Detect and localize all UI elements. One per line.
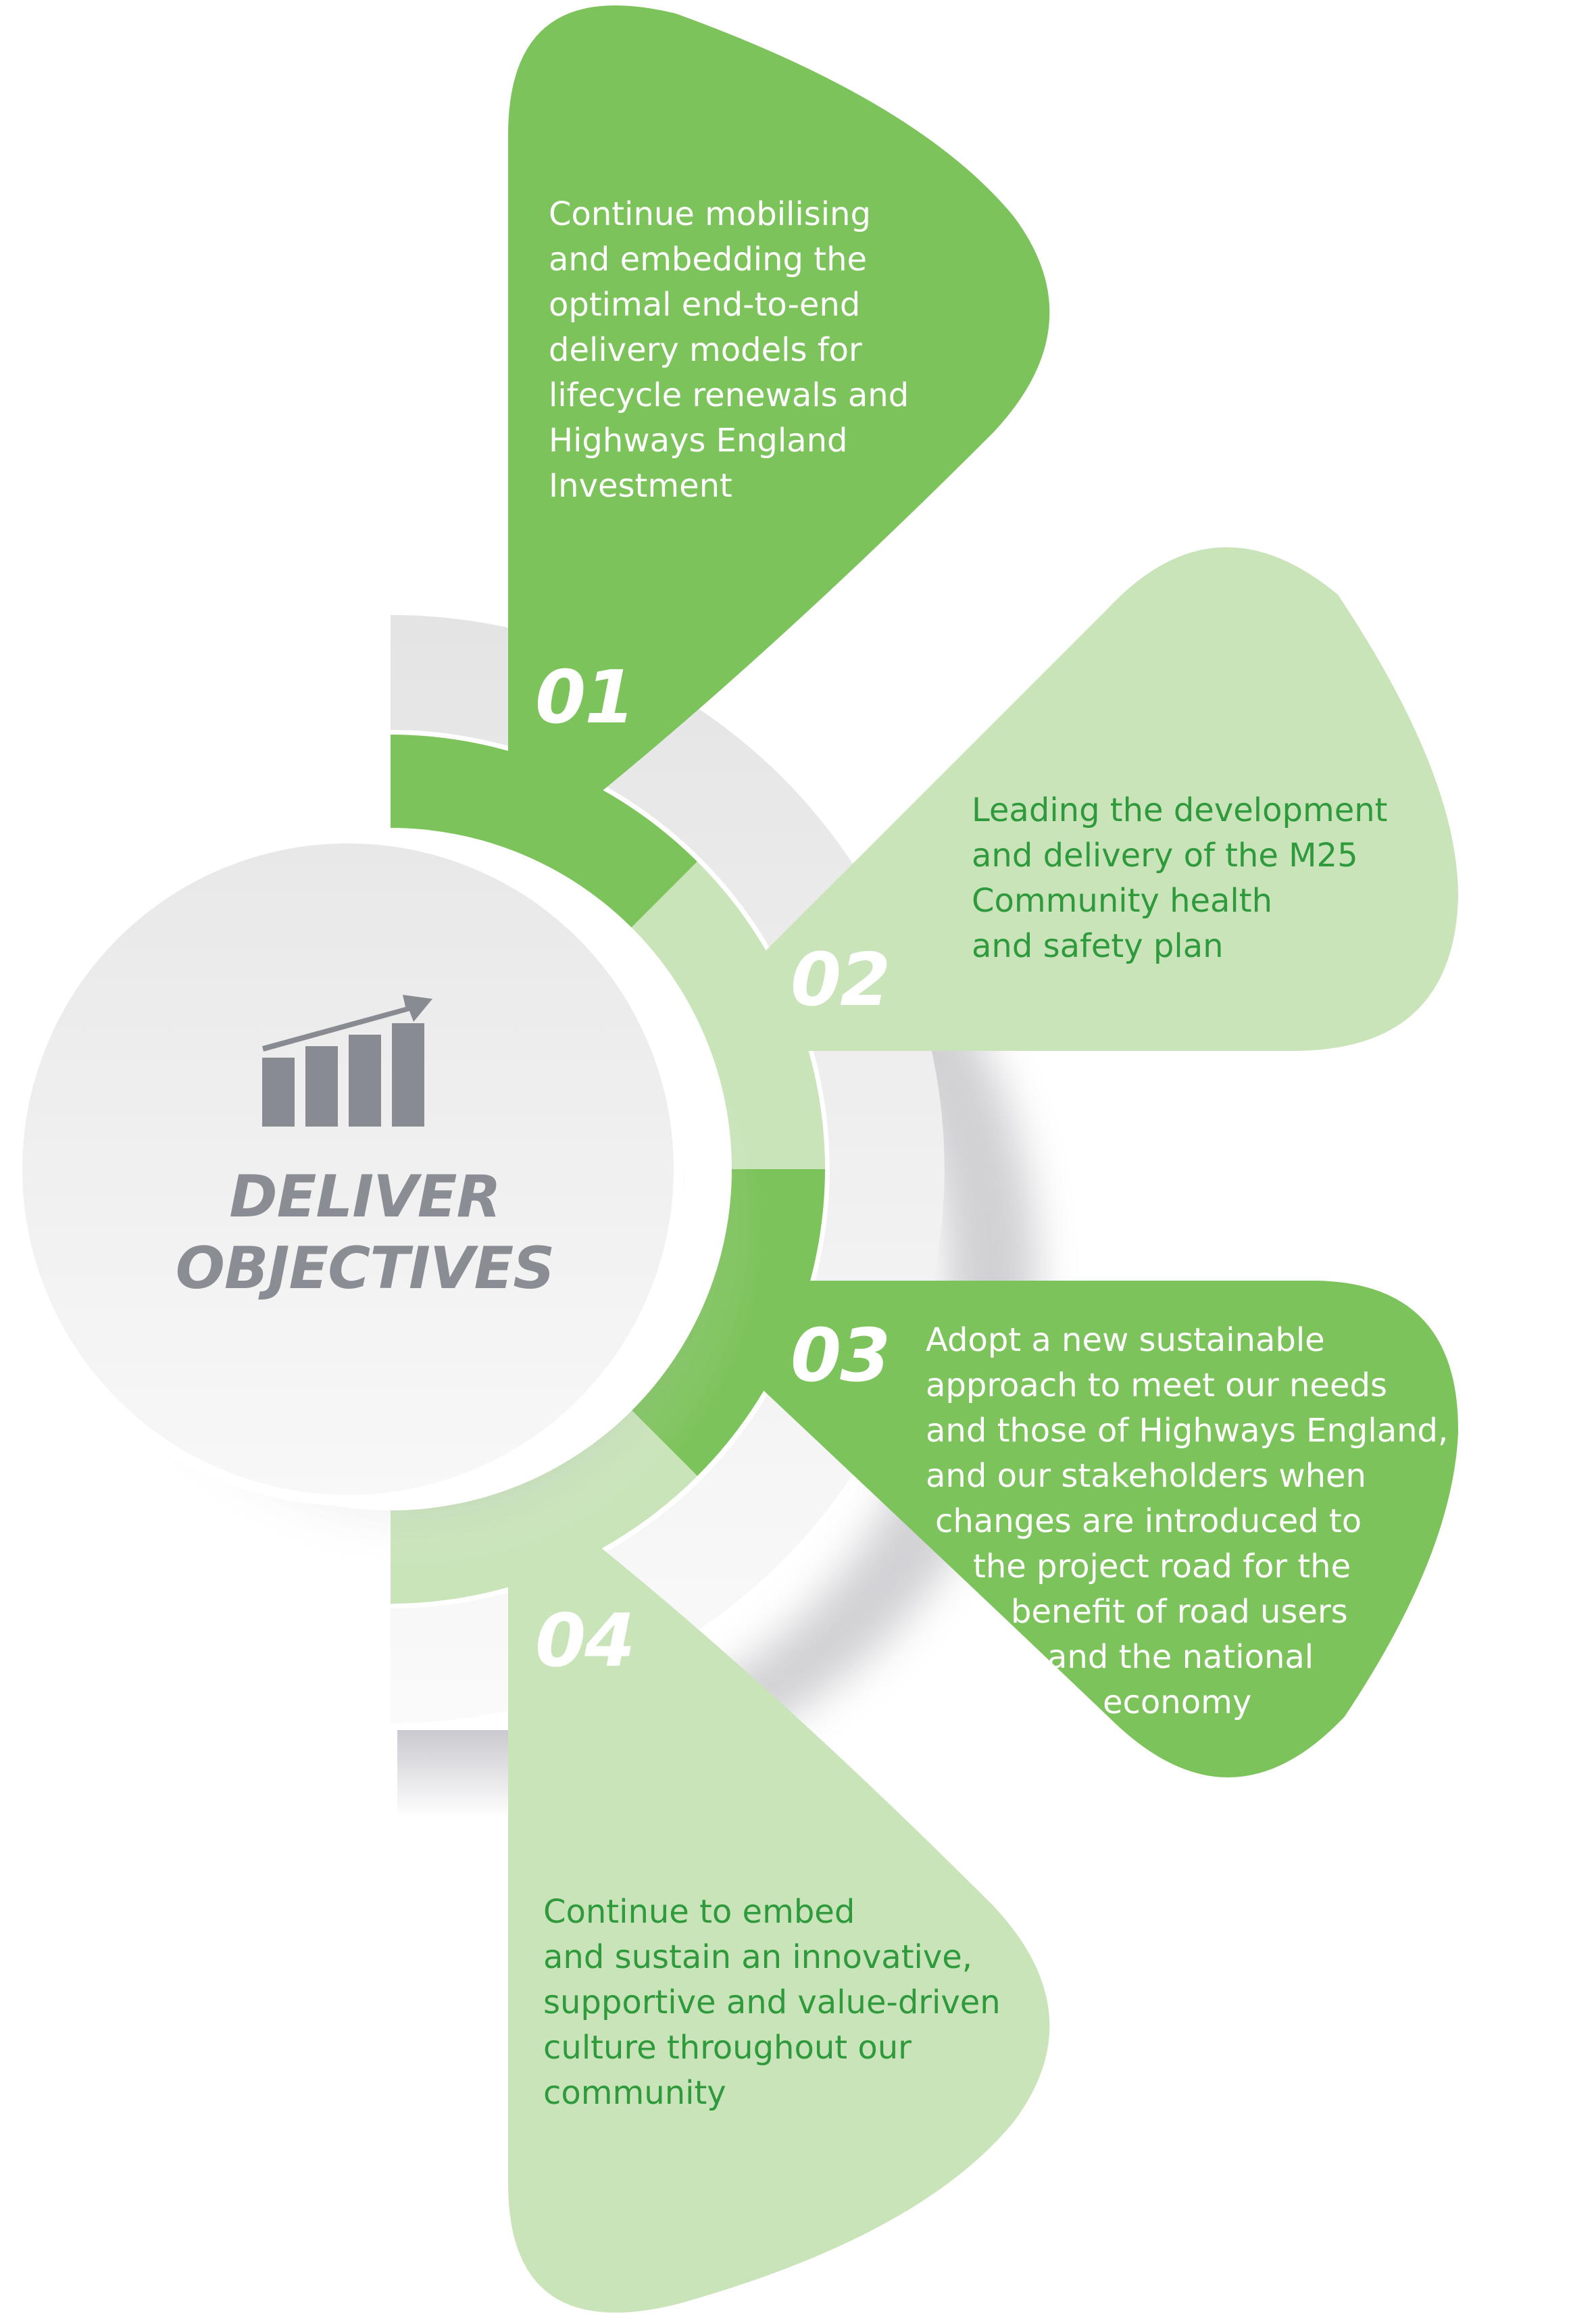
objective-02-line: and safety plan — [972, 927, 1224, 965]
objective-number-02: 02 — [791, 938, 891, 1023]
objective-01-line: lifecycle renewals and — [549, 376, 909, 414]
objective-number-03: 03 — [791, 1314, 891, 1398]
objective-text-04: Continue to embed and sustain an innovat… — [543, 1890, 1001, 2116]
objective-02-line: and delivery of the M25 — [972, 837, 1358, 874]
objective-03-line: economy — [1103, 1683, 1252, 1721]
objective-04-line: Continue to embed — [543, 1893, 855, 1931]
objective-02-line: Leading the development — [972, 791, 1388, 829]
objective-02-line: Community health — [972, 882, 1273, 920]
objective-03-line: approach to meet our needs — [926, 1366, 1387, 1404]
objective-03-line: and the national — [1047, 1638, 1314, 1676]
objective-03-line: changes are introduced to — [935, 1502, 1362, 1540]
objective-03-line: the project road for the — [973, 1548, 1351, 1585]
objective-01-line: and embedding the — [549, 241, 868, 278]
objective-03-line: and those of Highways England, — [926, 1412, 1449, 1450]
objective-text-01: Continue mobilising and embedding the op… — [549, 192, 909, 509]
bar-chart-growth-icon — [262, 995, 432, 1127]
objective-01-line: optimal end-to-end — [549, 286, 861, 324]
objective-01-line: delivery models for — [549, 331, 862, 369]
objective-04-line: and sustain an innovative, — [543, 1938, 973, 1976]
objective-01-line: Continue mobilising — [549, 195, 871, 233]
objective-03-line: Adopt a new sustainable — [926, 1321, 1325, 1359]
objective-03-line: and our stakeholders when — [926, 1457, 1366, 1495]
objective-01-line: Investment — [549, 467, 732, 505]
bottom-strip-shadow — [397, 1730, 519, 1818]
objective-number-01: 01 — [535, 656, 635, 740]
center-disc — [11, 833, 684, 1506]
petal-03 — [737, 1281, 1459, 1777]
objective-text-03: Adopt a new sustainable approach to meet… — [919, 1318, 1449, 1725]
objective-04-line: culture throughout our — [543, 2029, 912, 2067]
objective-04-line: community — [543, 2074, 726, 2112]
objective-number-04: 04 — [535, 1599, 635, 1683]
objective-03-line: benefit of road users — [1011, 1593, 1348, 1631]
petal-01 — [508, 5, 1050, 802]
objective-text-02: Leading the development and delivery of … — [972, 788, 1387, 969]
petal-02 — [743, 547, 1459, 1051]
objective-04-line: supportive and value-driven — [543, 1984, 1001, 2021]
center-title-line1: DELIVER — [229, 1163, 501, 1231]
center-title-line2: OBJECTIVES — [175, 1235, 555, 1302]
petal-04 — [508, 1538, 1050, 2313]
outer-gray-ring — [391, 615, 945, 1723]
objective-01-line: Highways England — [549, 422, 848, 460]
